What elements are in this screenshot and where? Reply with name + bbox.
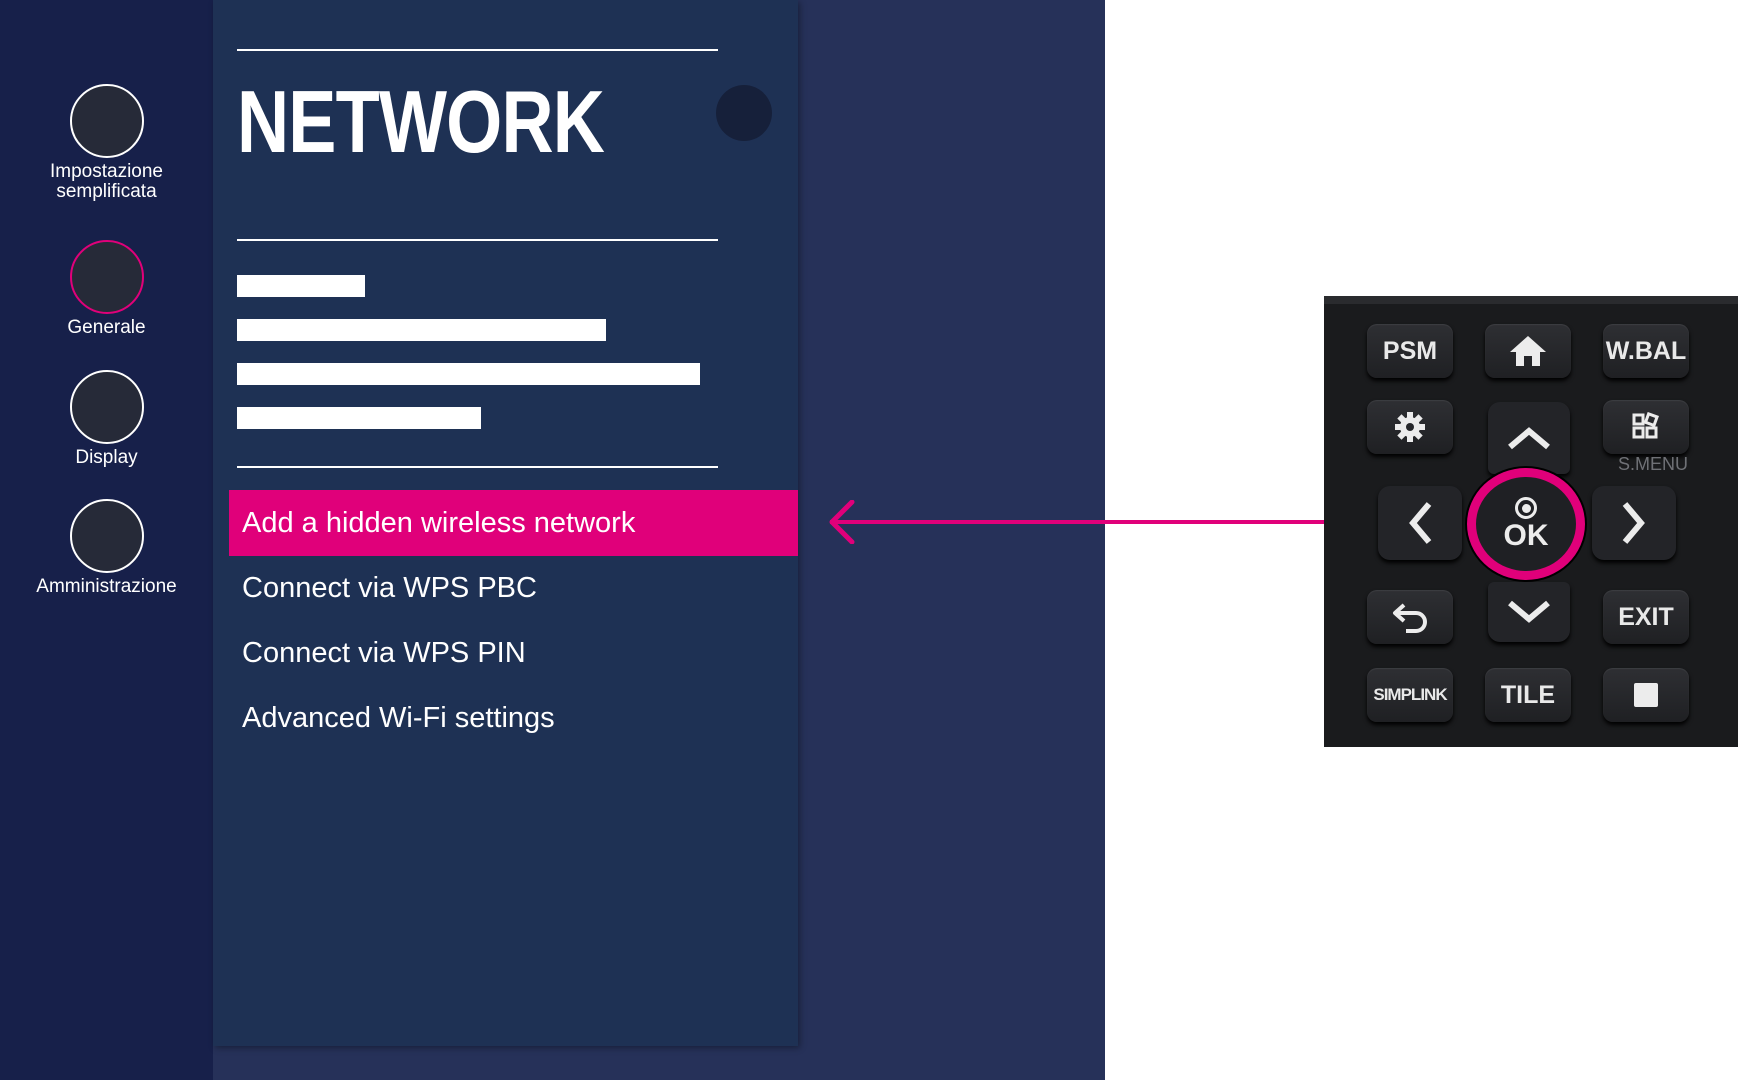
right-arrow-icon (1622, 502, 1645, 544)
up-button[interactable] (1488, 402, 1570, 474)
simplink-button[interactable]: SIMPLINK (1367, 668, 1453, 722)
home-button[interactable] (1485, 324, 1571, 378)
divider (237, 49, 718, 51)
menu-item-add-hidden-network[interactable]: Add a hidden wireless network (229, 490, 798, 556)
menu-item-wps-pbc[interactable]: Connect via WPS PBC (242, 572, 537, 604)
menu-item-advanced-wifi[interactable]: Advanced Wi-Fi settings (242, 702, 555, 734)
sidebar-icon-circle (69, 84, 144, 158)
ok-label: OK (1503, 519, 1549, 552)
right-button[interactable] (1592, 486, 1676, 560)
sidebar-item-label: Amministrazione (36, 576, 177, 597)
sidebar-item-impostazione-semplificata[interactable]: Impostazione semplificata (0, 84, 213, 202)
back-button[interactable] (1367, 590, 1453, 644)
sidebar-item-label: Display (75, 447, 138, 468)
divider (237, 466, 718, 468)
smenu-label: S.MENU (1617, 454, 1688, 474)
placeholder-bar (237, 319, 606, 341)
settings-sidebar: Impostazione semplificata Generale Displ… (0, 0, 213, 1080)
up-arrow-icon (1508, 427, 1550, 450)
down-arrow-icon (1508, 600, 1550, 623)
sidebar-item-generale[interactable]: Generale (0, 240, 213, 338)
sidebar-icon-circle (69, 370, 144, 444)
menu-item-wps-pin[interactable]: Connect via WPS PIN (242, 637, 526, 669)
exit-button[interactable]: EXIT (1603, 590, 1689, 644)
pointer-arrow-icon (829, 500, 855, 544)
sidebar-icon-circle (69, 240, 144, 314)
wbal-button[interactable]: W.BAL (1603, 324, 1689, 378)
page-title: NETWORK (237, 72, 605, 171)
psm-button[interactable]: PSM (1367, 324, 1453, 378)
gear-icon (1395, 412, 1425, 442)
ok-button[interactable]: OK (1467, 468, 1585, 580)
settings-button[interactable] (1367, 400, 1453, 454)
placeholder-bar (237, 407, 481, 429)
ok-dot-icon (1515, 497, 1537, 519)
tile-button[interactable]: TILE (1485, 668, 1571, 722)
sidebar-item-label: Impostazione semplificata (49, 161, 163, 202)
remote-top-edge (1324, 296, 1738, 304)
sidebar-item-amministrazione[interactable]: Amministrazione (0, 499, 213, 597)
pointer-arrow-line (830, 520, 1470, 524)
smenu-icon (1632, 412, 1659, 439)
placeholder-bar (237, 275, 365, 297)
home-icon (1510, 336, 1546, 366)
sidebar-item-label: Generale (67, 317, 146, 338)
tv-screen: Impostazione semplificata Generale Displ… (0, 0, 1105, 1080)
left-arrow-icon (1409, 502, 1432, 544)
status-dot (716, 85, 772, 141)
sidebar-item-display[interactable]: Display (0, 370, 213, 468)
down-button[interactable] (1488, 582, 1570, 642)
left-button[interactable] (1378, 486, 1462, 560)
stop-button[interactable] (1603, 668, 1689, 722)
network-panel: NETWORK Add a hidden wireless network Co… (213, 0, 798, 1046)
back-icon (1393, 603, 1427, 633)
placeholder-bar (237, 363, 700, 385)
stop-icon (1634, 683, 1658, 707)
divider (237, 239, 718, 241)
smenu-button[interactable] (1603, 400, 1689, 454)
sidebar-icon-circle (69, 499, 144, 573)
